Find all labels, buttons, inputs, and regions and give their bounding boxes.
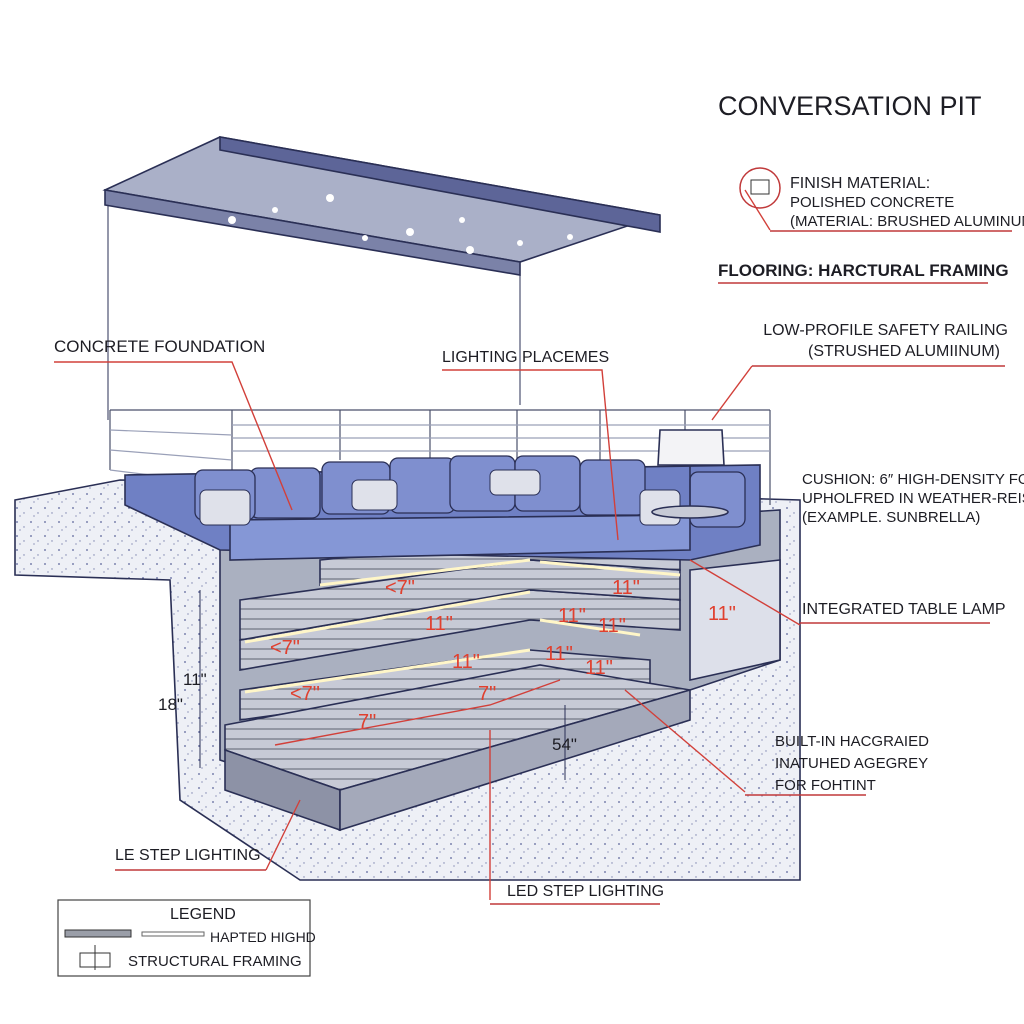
dim-floor: 54" — [552, 735, 577, 754]
dim-rise-1: 11" — [425, 613, 453, 635]
cushion-line-2: UPHOLFRED IN WEATHER-REISTANT — [802, 490, 1024, 507]
step-lighting-left-label: LE STEP LIGHTING — [115, 847, 261, 864]
dim-rise-2: 11" — [452, 651, 480, 673]
dim-rise-6: 11" — [545, 643, 573, 665]
dim-rise-3: 11" — [612, 577, 640, 599]
finish-material-icon — [739, 167, 781, 209]
foundation-label: CONCRETE FOUNDATION — [54, 337, 265, 356]
builtin-line-2: INATUHED AGEGREY — [775, 755, 928, 772]
dimension-marks: 18" 11" 54" 11" <7" <7" <7" 11" 11" 11" … — [158, 577, 736, 780]
dim-rise-7: 11" — [585, 657, 613, 679]
dim-step-rise: 11" — [183, 670, 207, 689]
table-lamp-icon — [651, 429, 729, 519]
finish-line-1: FINISH MATERIAL: — [790, 175, 930, 192]
diagram-title: CONVERSATION PIT — [718, 91, 982, 121]
leader-lines — [54, 189, 801, 900]
legend-item-2: STRUCTURAL FRAMING — [128, 953, 302, 970]
legend-item-1: HAPTED HIGHD — [210, 929, 316, 945]
builtin-line-1: BUILT-IN HACGRAIED — [775, 733, 929, 750]
finish-line-3: (MATERIAL: BRUSHED ALUMINUM) — [790, 213, 1024, 230]
finish-material-callout: FINISH MATERIAL: POLISHED CONCRETE (MATE… — [739, 167, 1024, 232]
legend-title: LEGEND — [170, 906, 236, 923]
dim-rise-4: 11" — [558, 605, 586, 627]
structural-framing-icon — [79, 945, 111, 970]
dim-tread-3: <7" — [290, 683, 320, 705]
cushion-line-1: CUSHION: 6″ HIGH-DENSITY FOAL, — [802, 471, 1024, 488]
dim-right-gap: 11" — [708, 603, 736, 625]
finish-line-2: POLISHED CONCRETE — [790, 194, 954, 211]
dim-run-1: 7" — [478, 683, 496, 705]
ceiling-canopy — [102, 136, 661, 420]
railing-line-2: (STRUSHED ALUMIINUM) — [808, 343, 1000, 360]
dim-rise-5: 11" — [598, 615, 626, 637]
legend-swatch-solid — [64, 929, 132, 938]
builtin-line-3: FOR FOHTINT — [775, 777, 876, 794]
legend: LEGEND HAPTED HIGHD STRUCTURAL FRAMING — [57, 899, 316, 977]
dim-total-depth: 18" — [158, 695, 183, 714]
dim-tread-2: <7" — [270, 637, 300, 659]
table-lamp-label: INTEGRATED TABLE LAMP — [802, 601, 1006, 618]
lighting-label: LIGHTING PLACEMES — [442, 349, 609, 366]
flooring-label: FLOORING: HARCTURAL FRAMING — [718, 261, 1009, 280]
step-lighting-bottom-label: LED STEP LIGHTING — [507, 883, 664, 900]
legend-swatch-light — [141, 931, 205, 937]
pit-right-block — [689, 559, 781, 681]
railing-line-1: LOW-PROFILE SAFETY RAILING — [763, 322, 1008, 339]
cushion-line-3: (EXAMPLE. SUNBRELLA) — [802, 509, 980, 526]
dim-tread-1: <7" — [385, 577, 415, 599]
